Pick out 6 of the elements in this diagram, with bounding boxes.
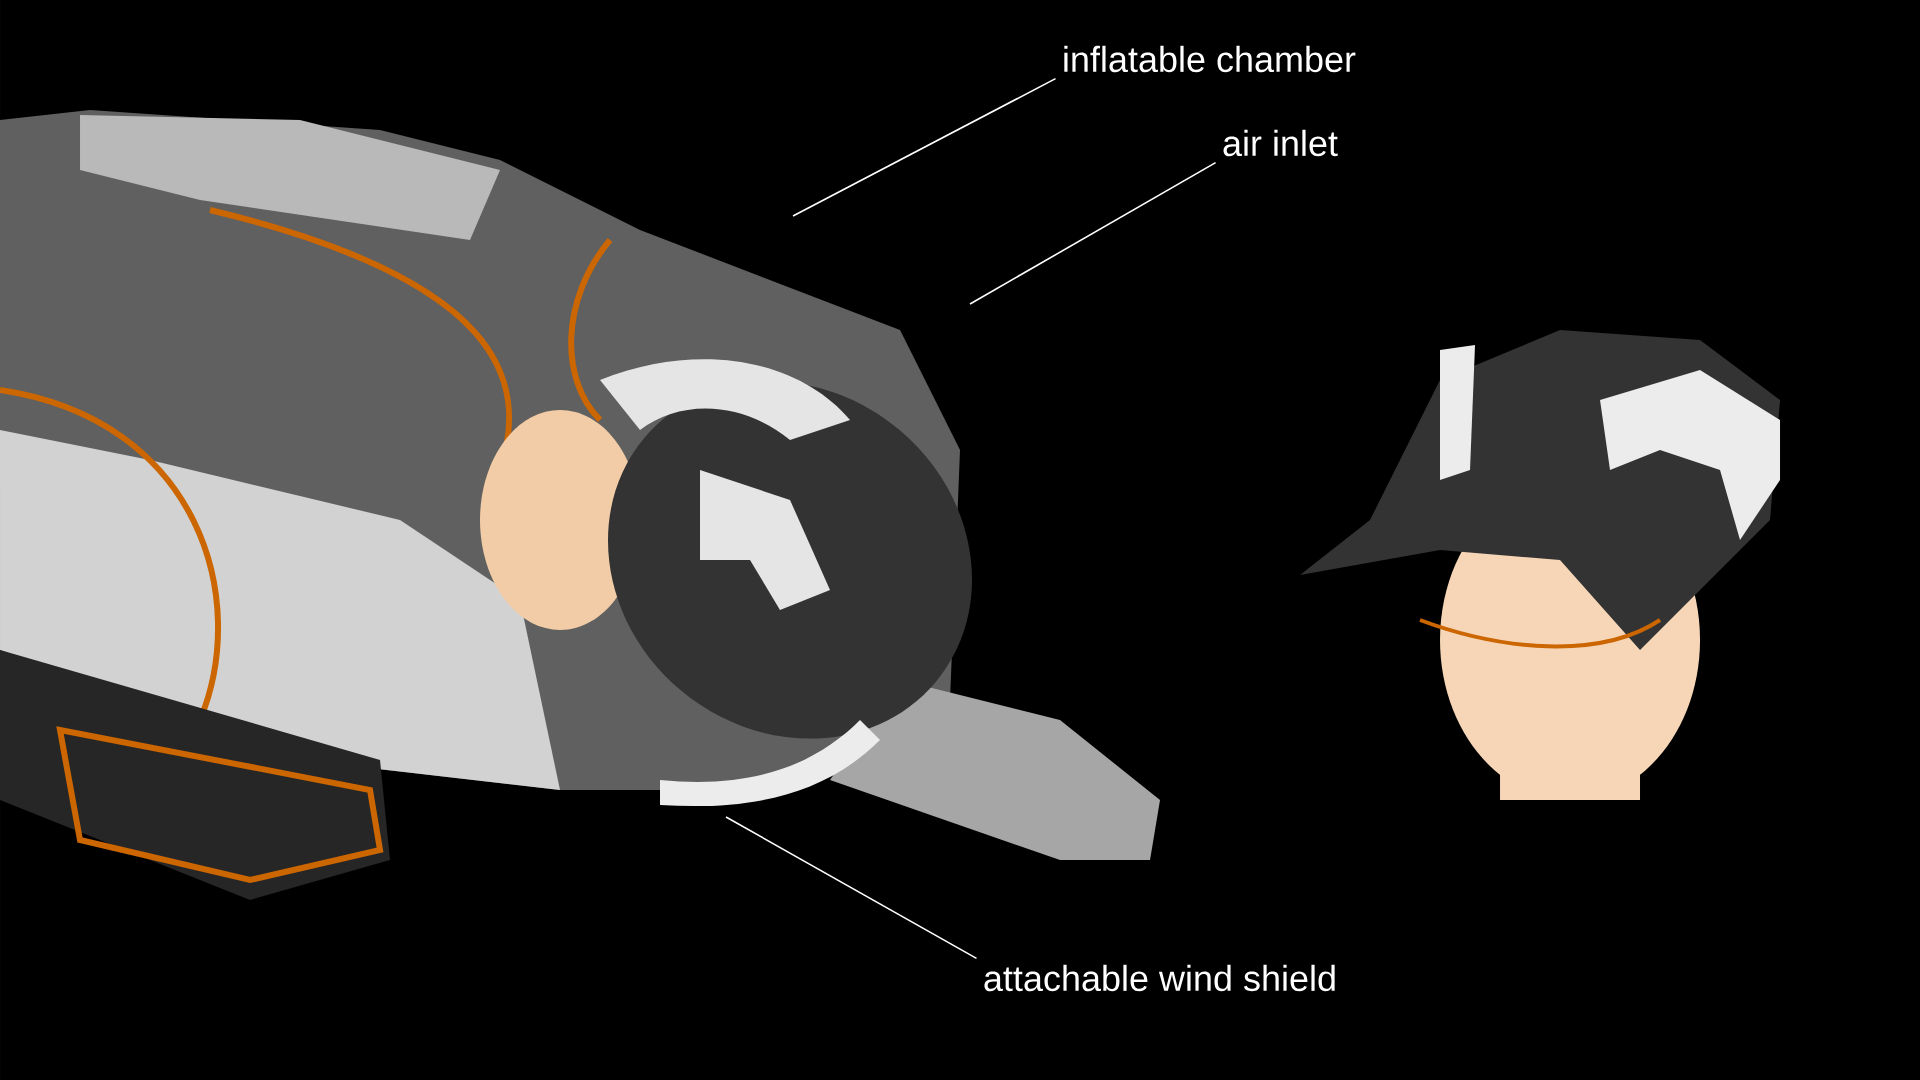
leader-line bbox=[792, 77, 1057, 217]
leader-line bbox=[969, 161, 1217, 305]
leader-line bbox=[725, 816, 978, 960]
callout-label: attachable wind shield bbox=[984, 964, 1335, 992]
callout-label: inflatable chamber bbox=[1064, 45, 1356, 73]
callout-label: air inlet bbox=[1223, 129, 1338, 157]
